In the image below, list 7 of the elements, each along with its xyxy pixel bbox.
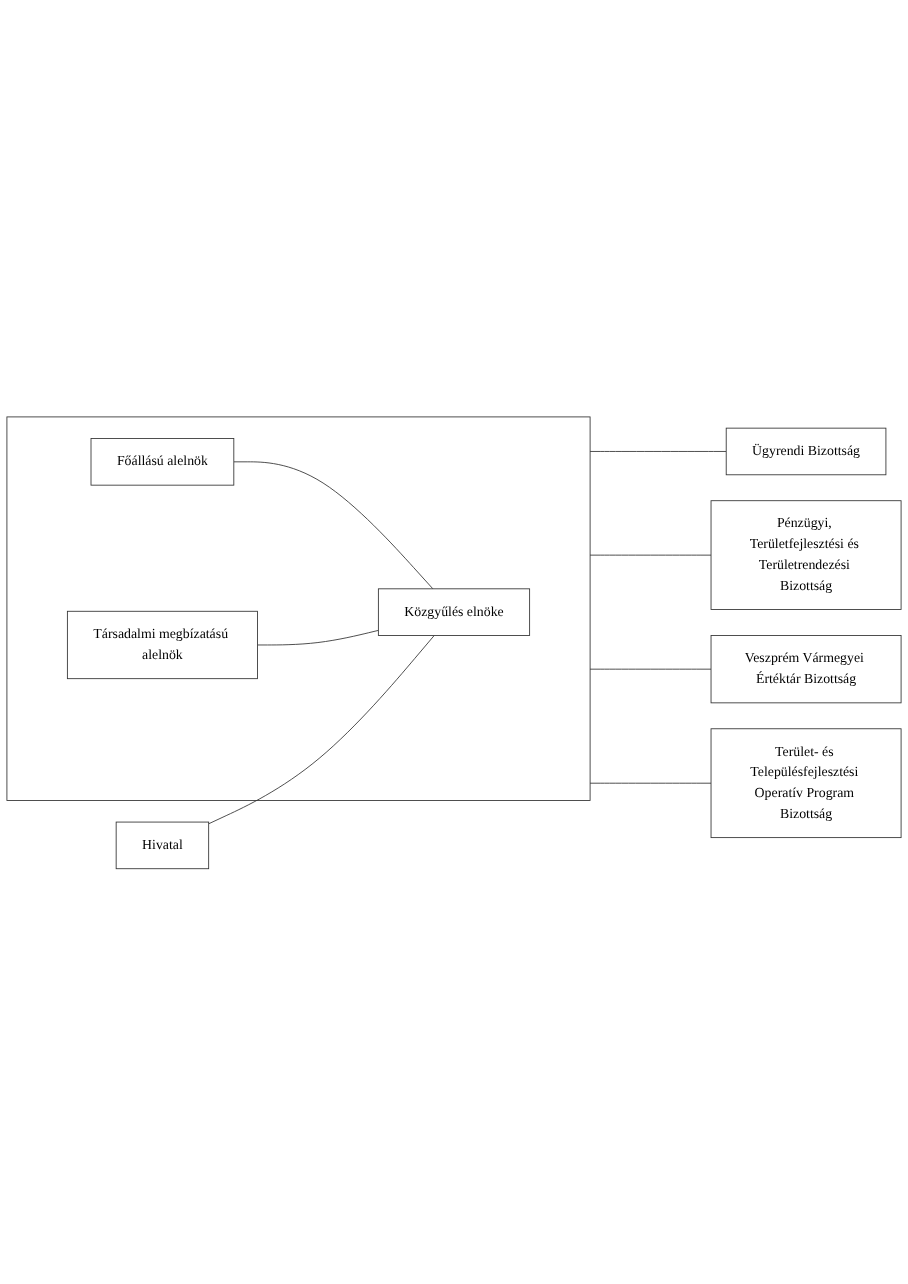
connector (589, 450, 727, 452)
connector (208, 634, 435, 824)
connector (257, 629, 379, 645)
connector (589, 781, 712, 783)
connector (589, 667, 712, 669)
connector (233, 460, 434, 589)
connector (589, 553, 712, 555)
